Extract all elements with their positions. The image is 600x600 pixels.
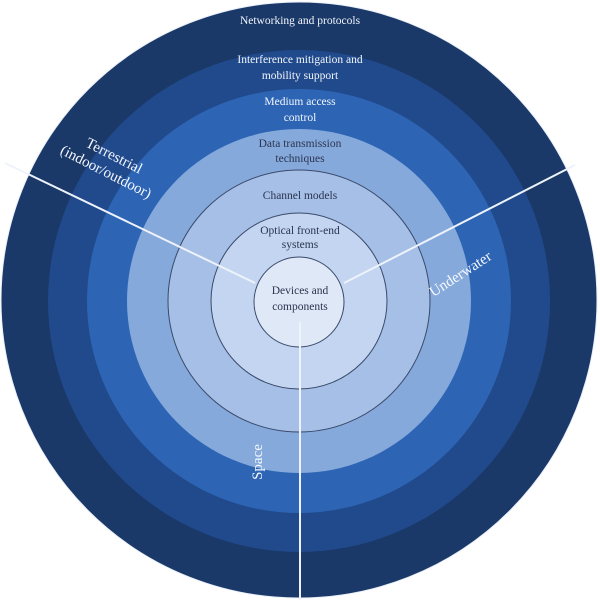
label-devices-2: components — [272, 301, 328, 313]
label-interference-2: mobility support — [262, 70, 339, 82]
sector-space: Space — [250, 444, 266, 480]
label-medium-access-1: Medium access — [264, 96, 336, 108]
divider-underwater — [343, 164, 576, 284]
label-optical-2: systems — [282, 239, 319, 251]
label-devices-1: Devices and — [272, 285, 329, 297]
label-optical-1: Optical front-end — [260, 225, 340, 237]
divider-terrestrial — [4, 162, 256, 284]
label-interference-1: Interference mitigation and — [237, 54, 362, 66]
label-medium-access-2: control — [284, 112, 317, 124]
label-networking: Networking and protocols — [240, 15, 361, 27]
label-data-transmission-2: techniques — [275, 153, 325, 165]
label-data-transmission-1: Data transmission — [259, 138, 342, 150]
label-channel-models: Channel models — [263, 190, 338, 202]
